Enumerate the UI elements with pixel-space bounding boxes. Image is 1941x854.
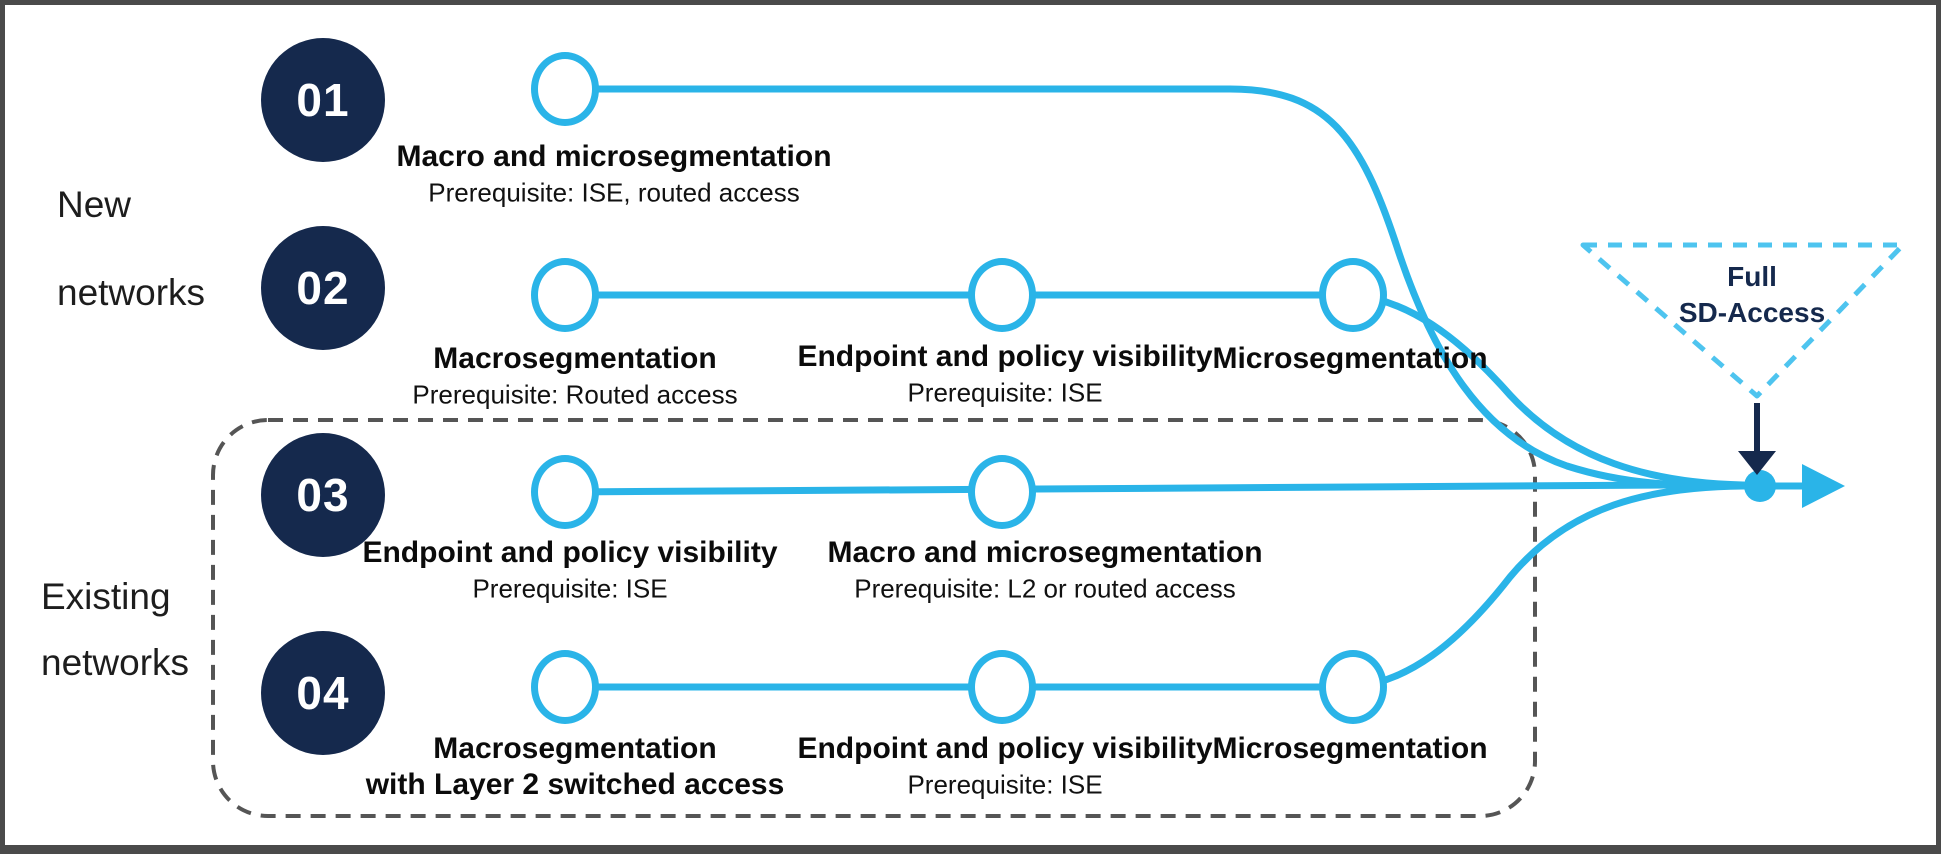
step-title: Endpoint and policy visibility	[797, 340, 1213, 373]
existing-networks-group-box	[211, 418, 1537, 818]
down-arrow-icon	[1738, 451, 1776, 475]
step-prereq: Prerequisite: ISE	[472, 573, 668, 604]
step-title: Endpoint and policy visibility	[362, 536, 778, 569]
path-02-badge: 02	[261, 226, 385, 350]
node-02-1	[531, 258, 599, 332]
step-title: Endpoint and policy visibility	[797, 732, 1213, 765]
goal-label-line1: Full	[1727, 261, 1777, 292]
node-01-1	[531, 52, 599, 126]
step-title-line2: with Layer 2 switched access	[365, 768, 785, 801]
node-04-3	[1319, 650, 1387, 724]
step-prereq: Prerequisite: Routed access	[412, 379, 738, 410]
path-02-wire	[561, 291, 1747, 489]
node-02-2	[968, 258, 1036, 332]
node-02-3	[1319, 258, 1387, 332]
path-03-badge: 03	[261, 433, 385, 557]
group-label-new-line1: New	[57, 184, 132, 225]
diagram-wires	[211, 85, 1906, 818]
step-title: Microsegmentation	[1212, 732, 1488, 765]
step-prereq: Prerequisite: ISE	[907, 377, 1103, 408]
step-title: Macrosegmentation	[433, 732, 717, 765]
step-title: Macro and microsegmentation	[827, 536, 1263, 569]
full-sd-access-triangle	[1580, 242, 1906, 399]
path-01-badge: 01	[261, 38, 385, 162]
step-title: Macrosegmentation	[433, 342, 717, 375]
step-title: Macro and microsegmentation	[396, 140, 832, 173]
step-title: Microsegmentation	[1212, 342, 1488, 375]
step-prereq: Prerequisite: L2 or routed access	[854, 573, 1236, 604]
group-label-existing-line1: Existing	[41, 576, 171, 617]
group-label-new-line2: networks	[57, 272, 206, 313]
group-label-existing-line2: networks	[41, 642, 190, 683]
node-04-2	[968, 650, 1036, 724]
convergence-dot	[1744, 470, 1776, 502]
step-prereq: Prerequisite: ISE, routed access	[428, 177, 800, 208]
right-arrow-icon	[1802, 464, 1845, 508]
path-04-wire	[561, 482, 1747, 691]
path-04-badge: 04	[261, 631, 385, 755]
node-04-1	[531, 650, 599, 724]
step-prereq: Prerequisite: ISE	[907, 769, 1103, 800]
node-03-1	[531, 455, 599, 529]
goal-label-line2: SD-Access	[1678, 297, 1826, 328]
path-03-wire	[561, 481, 1747, 496]
node-03-2	[968, 455, 1036, 529]
